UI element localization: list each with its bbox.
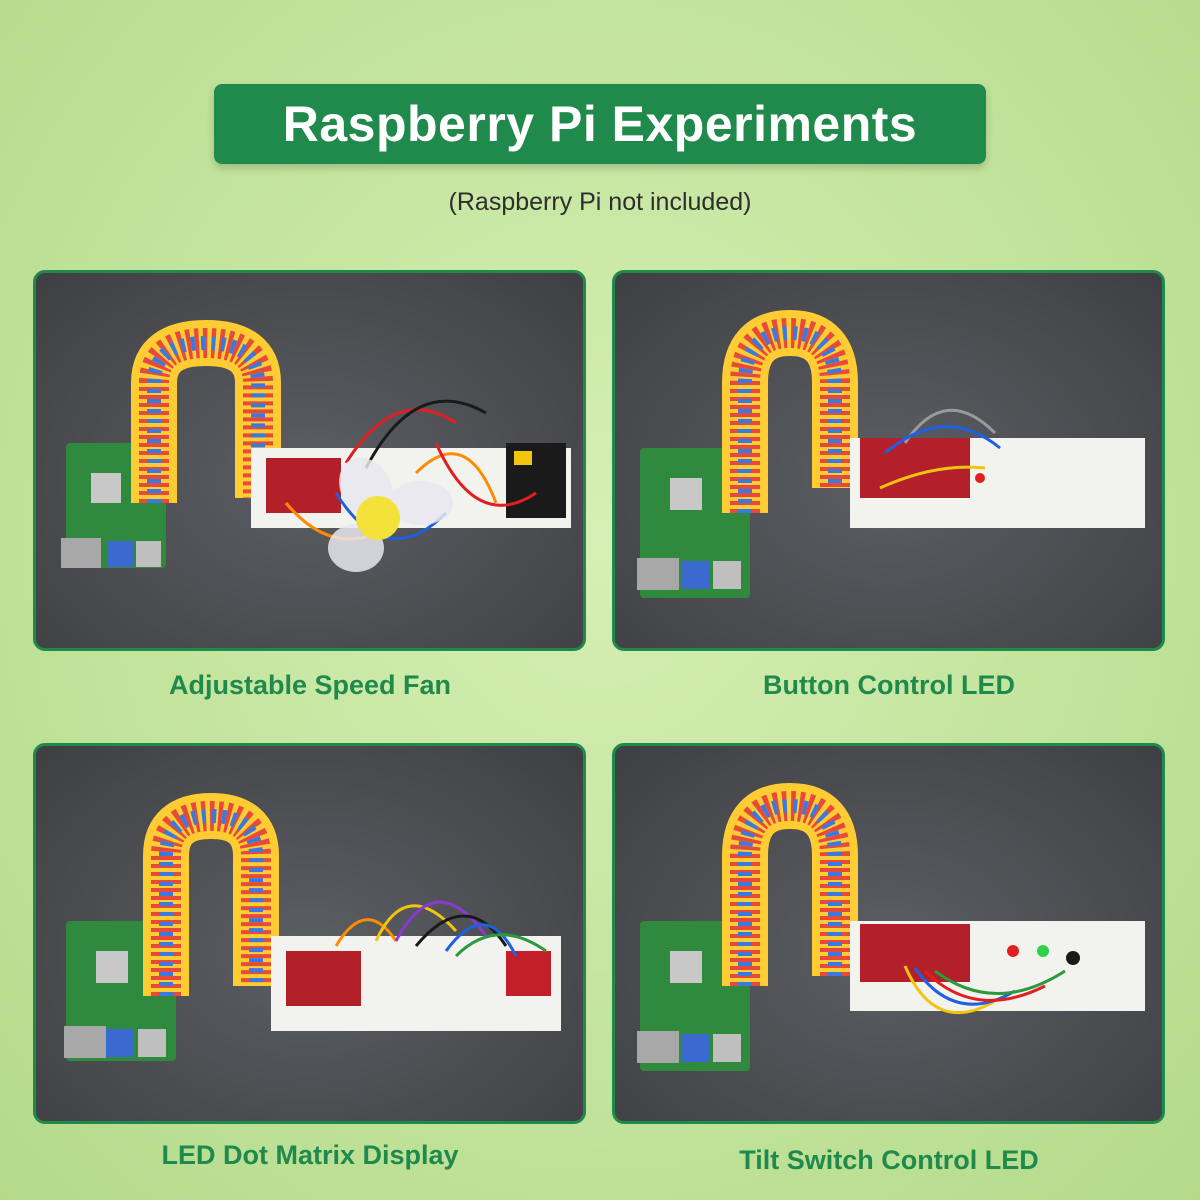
fan-circuit-illustration bbox=[61, 319, 571, 572]
caption-tilt-switch: Tilt Switch Control LED bbox=[739, 1145, 1039, 1175]
tilt-switch-circuit-illustration bbox=[637, 782, 1145, 1071]
caption-button-led: Button Control LED bbox=[763, 670, 1015, 700]
ribbon-cable bbox=[722, 782, 858, 986]
dot-matrix-module bbox=[506, 951, 551, 996]
caption-fan: Adjustable Speed Fan bbox=[168, 670, 452, 700]
tilt-switch bbox=[1066, 951, 1080, 965]
fan-blades bbox=[328, 457, 453, 572]
experiment-photo-dot-matrix bbox=[33, 743, 586, 1124]
button-led-circuit-illustration bbox=[637, 309, 1145, 598]
red-led bbox=[1007, 945, 1019, 957]
ribbon-cable bbox=[131, 319, 281, 503]
title-banner: Raspberry Pi Experiments bbox=[214, 84, 986, 164]
experiment-photo-fan bbox=[33, 270, 586, 651]
green-led bbox=[1037, 945, 1049, 957]
page-title: Raspberry Pi Experiments bbox=[282, 96, 918, 152]
caption-dot-matrix: LED Dot Matrix Display bbox=[161, 1140, 459, 1170]
ribbon-cable bbox=[143, 792, 279, 996]
ribbon-cable bbox=[722, 309, 858, 513]
page-subtitle: (Raspberry Pi not included) bbox=[448, 188, 752, 216]
dot-matrix-circuit-illustration bbox=[64, 792, 561, 1061]
experiment-photo-tilt-switch bbox=[612, 743, 1165, 1124]
experiment-photo-button-led bbox=[612, 270, 1165, 651]
